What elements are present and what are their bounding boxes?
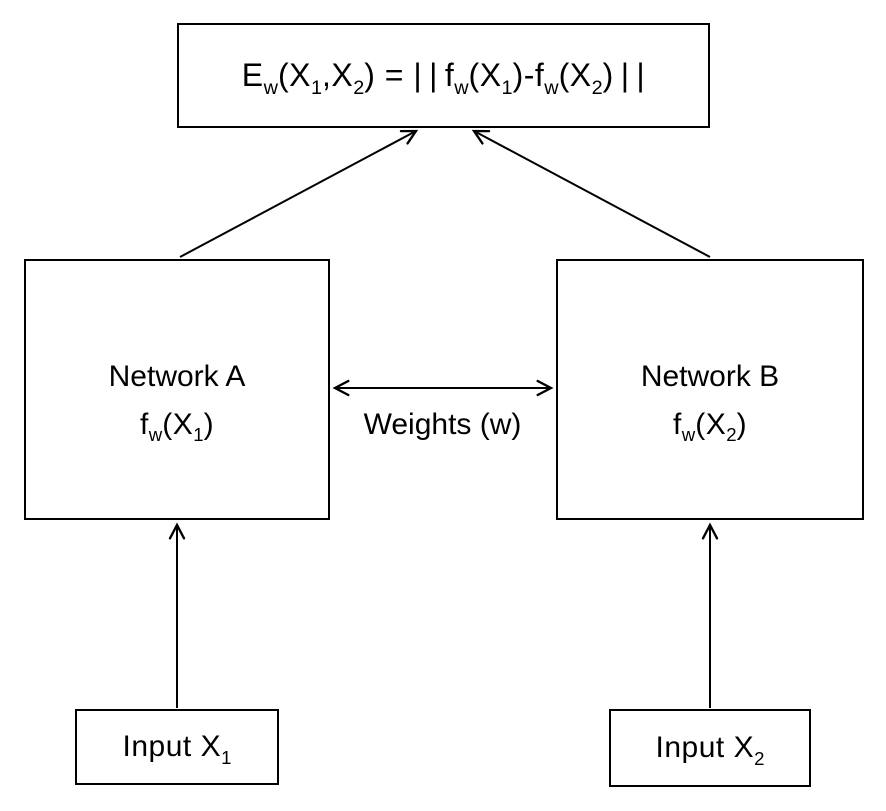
input-x2-label: Input X2 bbox=[655, 731, 765, 769]
network-a-title: Network A bbox=[108, 359, 246, 393]
input-x2-box: Input X2 bbox=[609, 709, 811, 787]
network-b-title: Network B bbox=[640, 359, 780, 393]
input-x1-box: Input X1 bbox=[75, 709, 279, 785]
weights-label: Weights (w) bbox=[363, 408, 522, 441]
arrow-network-b-to-energy bbox=[471, 129, 711, 258]
network-a-box: Network A fw(X1) bbox=[24, 259, 330, 520]
network-b-box: Network B fw(X2) bbox=[556, 259, 864, 520]
arrow-network-a-to-energy bbox=[179, 129, 419, 258]
energy-function-box: Ew(X1,X2) = | | fw(X1)-fw(X2) | | bbox=[177, 23, 710, 128]
network-b-formula: fw(X2) bbox=[672, 407, 748, 446]
network-a-formula: fw(X1) bbox=[139, 407, 215, 446]
input-x1-label: Input X1 bbox=[122, 730, 232, 768]
energy-formula: Ew(X1,X2) = | | fw(X1)-fw(X2) | | bbox=[241, 57, 646, 100]
